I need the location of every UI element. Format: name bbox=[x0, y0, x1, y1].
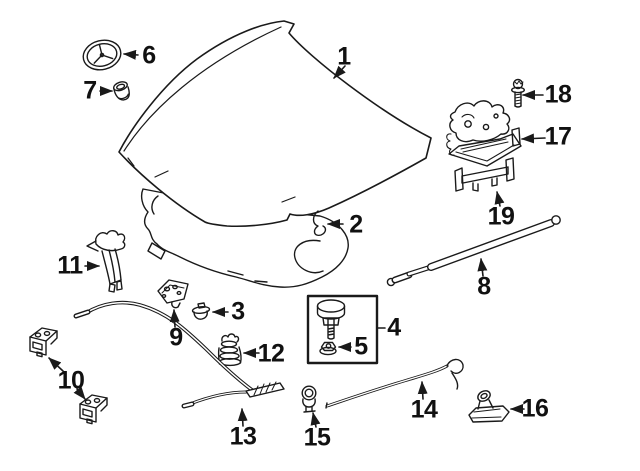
clip-3 bbox=[191, 302, 211, 320]
bolt-18 bbox=[511, 78, 526, 108]
callout-9: 9 bbox=[169, 323, 183, 352]
hood-panel bbox=[118, 20, 432, 228]
callout-5: 5 bbox=[354, 332, 368, 361]
leader-10a bbox=[48, 357, 64, 372]
leader-1 bbox=[333, 65, 346, 79]
callout-8: 8 bbox=[477, 272, 491, 301]
callout-15: 15 bbox=[303, 423, 331, 452]
callout-12: 12 bbox=[257, 339, 285, 368]
callout-10: 10 bbox=[57, 366, 85, 395]
grommet-7 bbox=[112, 81, 130, 101]
callout-16: 16 bbox=[521, 394, 549, 423]
leader-19 bbox=[494, 191, 505, 207]
callout-17: 17 bbox=[544, 122, 572, 151]
release-handle-16 bbox=[468, 390, 510, 423]
leader-13 bbox=[237, 408, 248, 427]
release-cable-rear-14 bbox=[325, 358, 464, 409]
insulation-pad-tab bbox=[312, 210, 327, 237]
callout-2: 2 bbox=[349, 210, 363, 239]
callout-13: 13 bbox=[229, 422, 257, 451]
leader-9 bbox=[169, 309, 180, 328]
nut-5 bbox=[319, 341, 337, 356]
leader-10b bbox=[73, 386, 86, 400]
leader-6 bbox=[123, 49, 139, 60]
release-cable-front-13 bbox=[73, 300, 285, 409]
callout-6: 6 bbox=[142, 41, 156, 70]
leader-17 bbox=[521, 133, 546, 144]
callout-leaders bbox=[48, 49, 546, 428]
hood-hinge bbox=[86, 230, 126, 293]
bump-stop-12 bbox=[217, 333, 242, 367]
bracket-9 bbox=[157, 279, 189, 309]
callout-4: 4 bbox=[387, 313, 401, 342]
cable-grommet-15 bbox=[301, 385, 317, 413]
callout-11: 11 bbox=[57, 251, 83, 280]
lift-support-8 bbox=[386, 215, 561, 287]
callout-7: 7 bbox=[83, 76, 97, 105]
callout-19: 19 bbox=[487, 202, 515, 231]
callout-18: 18 bbox=[544, 80, 572, 109]
leader-8 bbox=[477, 258, 488, 277]
striker-bracket-19 bbox=[454, 157, 515, 192]
clip-10-lower bbox=[79, 394, 108, 425]
callout-3: 3 bbox=[231, 297, 245, 326]
emblem-star-icon bbox=[82, 39, 122, 71]
leader-14 bbox=[417, 381, 428, 400]
hood-latch-17 bbox=[446, 100, 522, 167]
buffer-box-4 bbox=[306, 294, 386, 365]
clip-10-upper bbox=[29, 327, 58, 358]
leader-15 bbox=[310, 412, 321, 428]
callout-1: 1 bbox=[337, 42, 351, 71]
callout-14: 14 bbox=[410, 395, 438, 424]
buffer-in-box bbox=[316, 299, 346, 340]
